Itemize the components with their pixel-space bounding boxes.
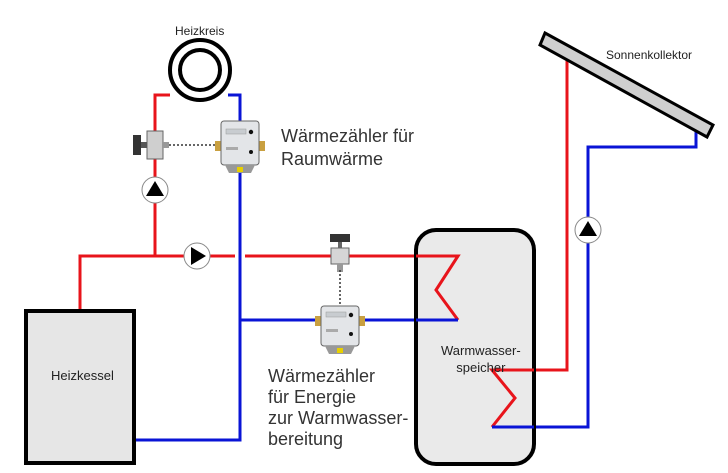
solar-collector-label: Sonnenkollektor bbox=[606, 48, 693, 62]
boiler-box bbox=[24, 309, 136, 465]
solar-collector-panel bbox=[538, 30, 715, 140]
pump-icon bbox=[574, 216, 602, 244]
storage-coil-lower-overlay bbox=[488, 368, 534, 428]
heat-meter-icon bbox=[215, 120, 265, 173]
boiler-label: Heizkessel bbox=[51, 368, 114, 383]
pump-icon bbox=[183, 242, 211, 270]
pump-icon bbox=[141, 176, 169, 204]
storage-tank-box bbox=[414, 228, 536, 466]
heat-meter-space-label: Wärmezähler für Raumwärme bbox=[281, 126, 415, 169]
storage-tank-label: Warmwasser- speicher bbox=[441, 343, 521, 375]
heating-circuit-label: Heizkreis bbox=[175, 24, 225, 38]
heat-meter-icon bbox=[315, 305, 365, 354]
heat-meter-dhw-label: Wärmezähler für Energie zur Warmwasser- … bbox=[268, 366, 409, 449]
heating-circuit-symbol bbox=[168, 38, 232, 102]
heating-circuit-supply-pipe bbox=[78, 254, 155, 310]
solar-return-pipe bbox=[492, 125, 698, 429]
valve-icon bbox=[133, 130, 169, 160]
heating-circuit-return-pipe bbox=[135, 93, 242, 442]
heating-riser-supply-pipe bbox=[153, 93, 170, 256]
valve-icon bbox=[330, 234, 350, 272]
storage-coil-upper-overlay bbox=[416, 254, 461, 321]
